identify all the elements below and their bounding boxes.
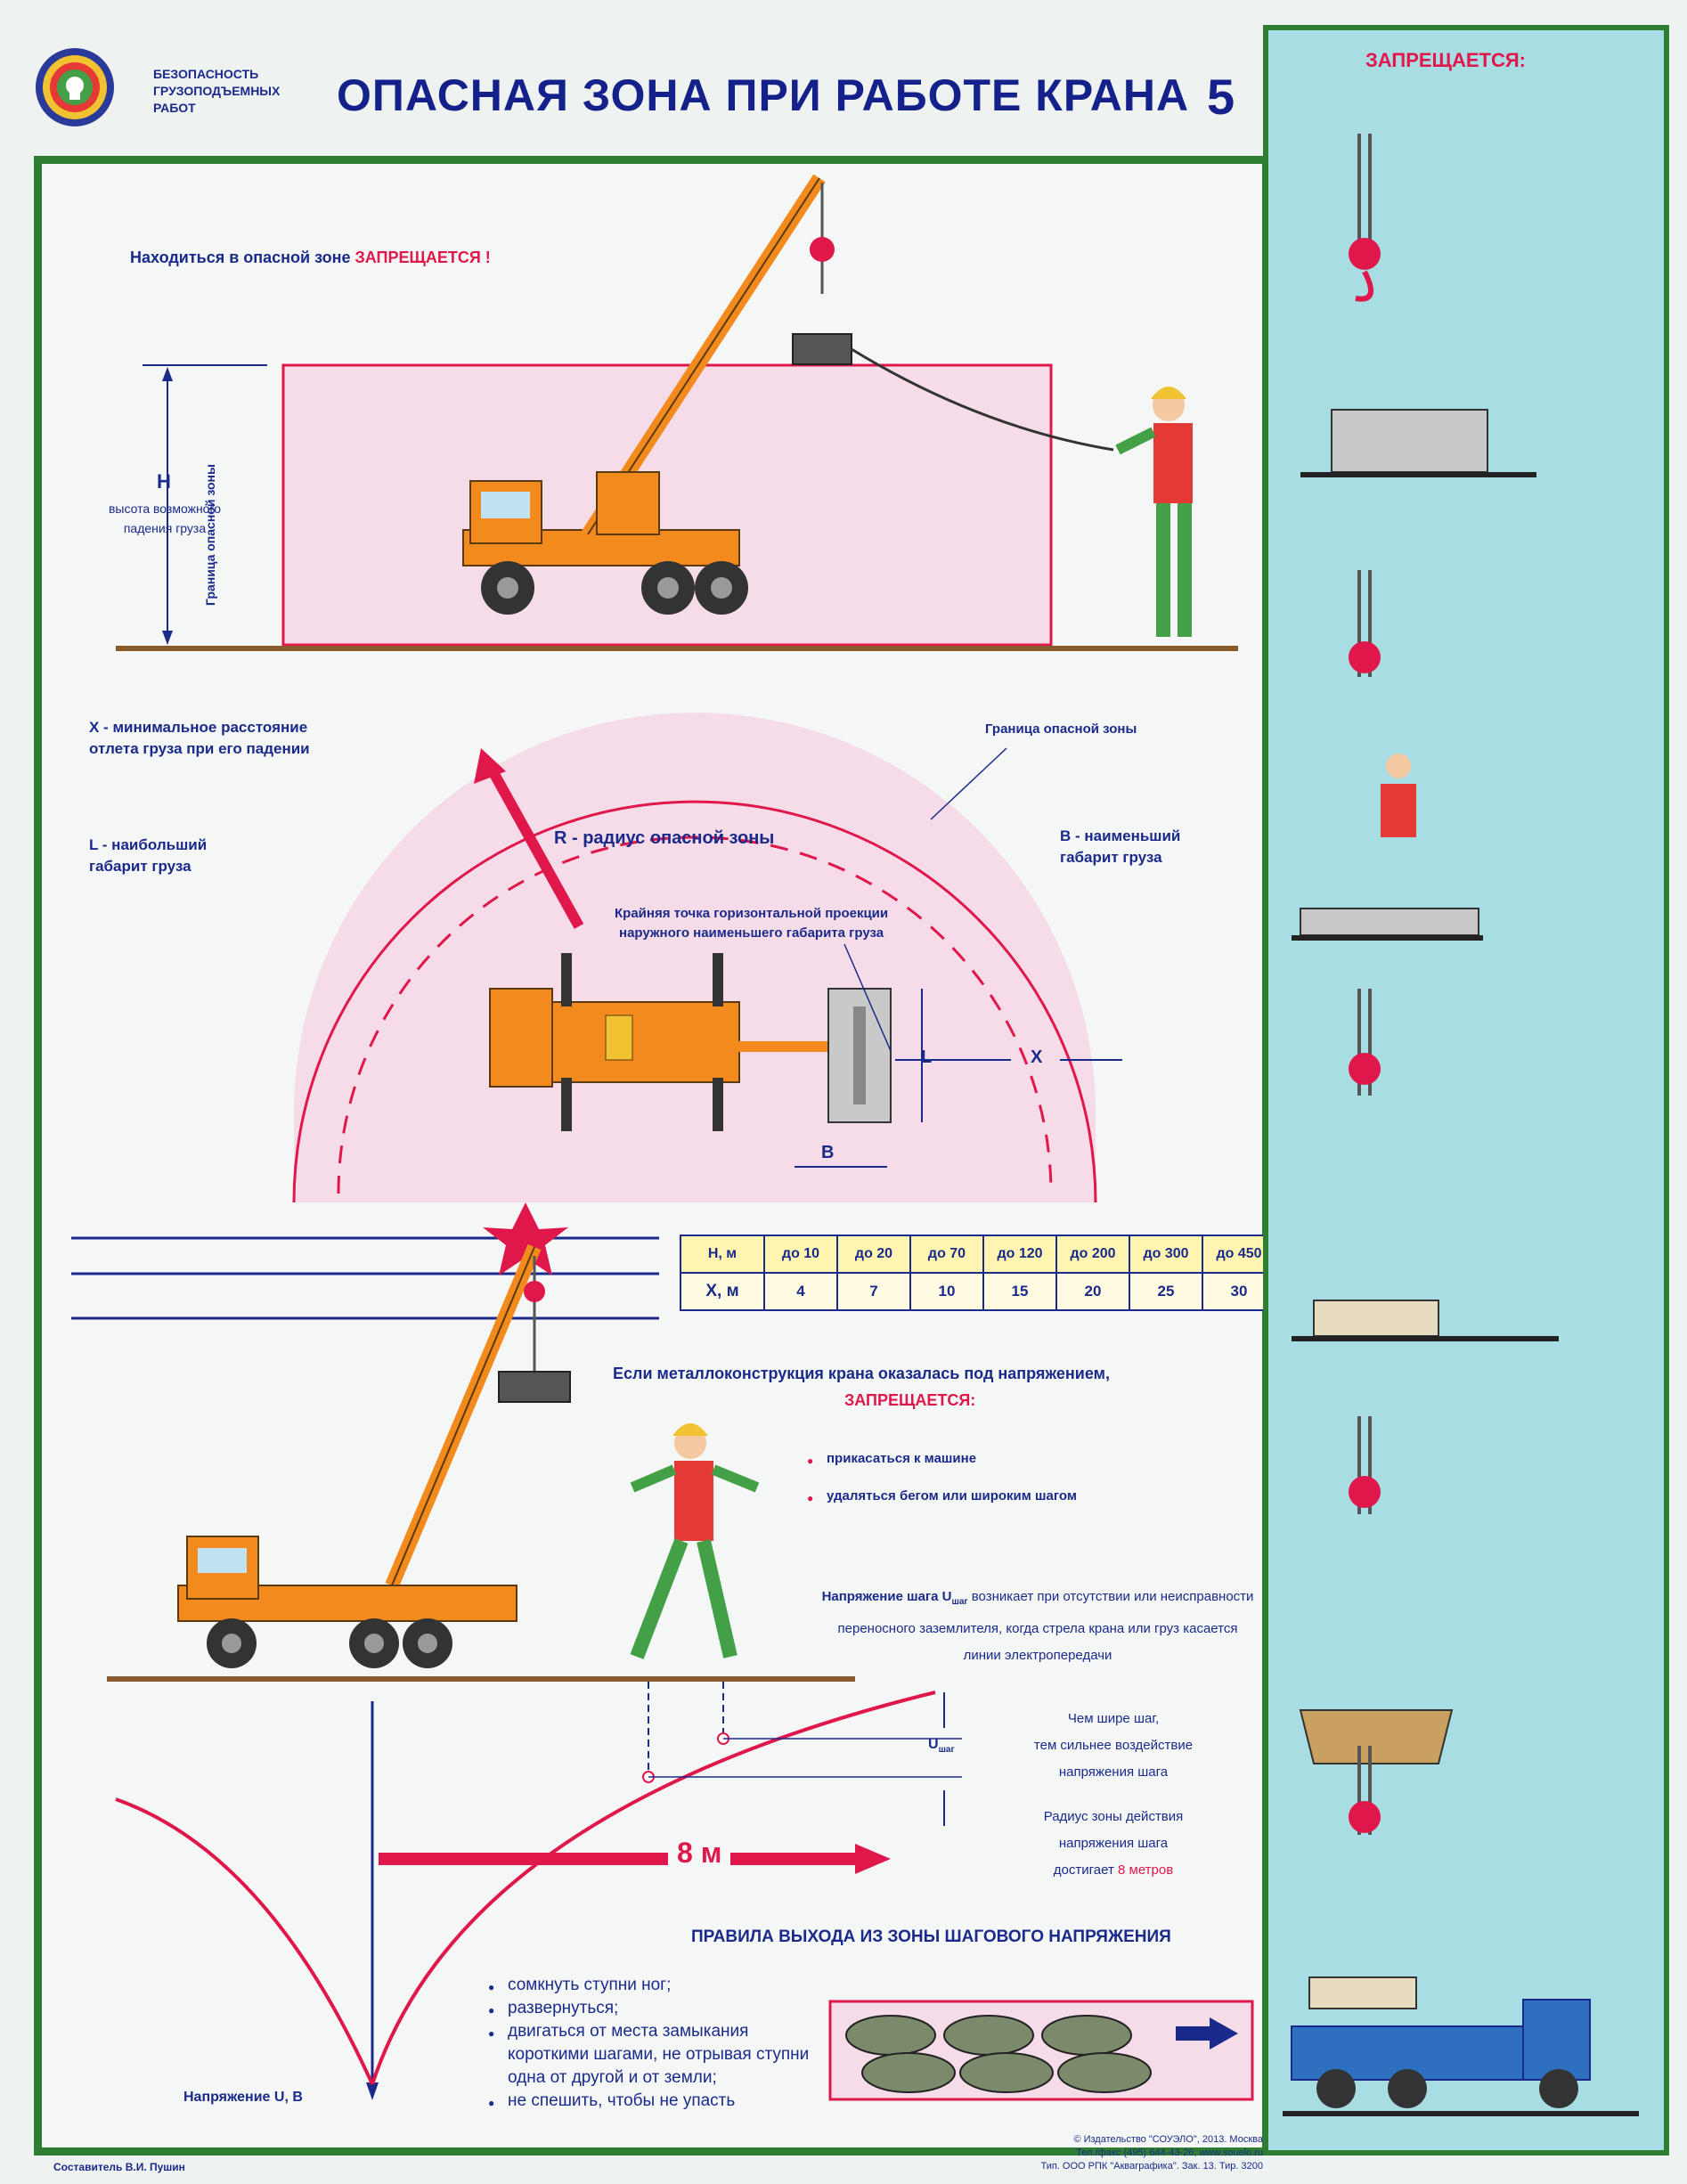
sidebar-panel: [1263, 25, 1669, 2155]
voltage-forbidden-list: прикасаться к машине удаляться бегом или…: [807, 1440, 1077, 1517]
table-header-x: Х, м: [680, 1272, 765, 1311]
page-title: ОПАСНАЯ ЗОНА ПРИ РАБОТЕ КРАНА: [337, 70, 1190, 120]
extreme-point-label: Крайняя точка горизонтальной проекции на…: [615, 906, 889, 941]
power-line-crane-illustration: [71, 1202, 855, 1682]
step-voltage-graph: [115, 1682, 962, 2100]
h-letter: H: [157, 470, 171, 493]
rules-heading: ПРАВИЛА ВЫХОДА ИЗ ЗОНЫ ШАГОВОГО НАПРЯЖЕН…: [691, 1927, 1171, 1946]
u-step-label: Uшаг: [928, 1737, 955, 1756]
voltage-axis-label: Напряжение U, В: [183, 2090, 303, 2105]
list-item: прикасаться к машине: [807, 1440, 1077, 1479]
wider-step-note: Чем шире шаг, тем сильнее воздействие на…: [1033, 1711, 1194, 1780]
list-item: сомкнуть ступни ног;: [488, 1974, 827, 1999]
dim-x-label: X: [1031, 1047, 1043, 1067]
plan-view-diagram: [292, 713, 1122, 1203]
footsteps-illustration: [828, 2000, 1254, 2101]
sidebar-illustrations: [1283, 134, 1639, 2116]
publisher-info: © Издательство "СОУЭЛО", 2013. Москва Те…: [1040, 2134, 1263, 2172]
l-definition: L - наибольший габарит груза: [89, 836, 208, 875]
step-voltage-explanation: Напряжение шага Uшаг возникает при отсут…: [821, 1589, 1254, 1663]
list-item: двигаться от места замыкания короткими ш…: [488, 2020, 827, 2090]
distance-8m-label: 8 м: [668, 1837, 731, 1870]
danger-zone-warning: Находиться в опасной зоне ЗАПРЕЩАЕТСЯ !: [130, 249, 491, 266]
crane-danger-zone-illustration: [116, 174, 1238, 651]
radius-label: R - радиус опасной зоны: [554, 828, 775, 848]
radius-step-note: Радиус зоны действия напряжения шага дос…: [1043, 1809, 1184, 1878]
author-credit: Составитель В.И. Пушин: [53, 2161, 185, 2173]
table-header-h: Н, м: [680, 1235, 765, 1274]
series-title: БЕЗОПАСНОСТЬ ГРУЗОПОДЪЕМНЫХ РАБОТ: [153, 67, 281, 115]
rules-list: сомкнуть ступни ног; развернуться; двига…: [488, 1974, 827, 2115]
h-description: высота возможного падения груза: [108, 501, 222, 535]
list-item: развернуться;: [488, 1997, 827, 2022]
list-item: не спешить, чтобы не упасть: [488, 2090, 827, 2115]
dim-b-label: B: [821, 1143, 835, 1162]
voltage-heading: Если металлоконструкция крана оказалась …: [613, 1365, 1110, 1382]
logo: [34, 46, 116, 128]
table-row: Х, м 4 7 10 15 20 25 30: [680, 1272, 1276, 1311]
zone-boundary-vertical-label: Граница опасной зоны: [203, 464, 217, 606]
list-item: удаляться бегом или широким шагом: [807, 1478, 1077, 1517]
voltage-forbidden: ЗАПРЕЩАЕТСЯ:: [844, 1391, 976, 1409]
dim-l-label: L: [921, 1047, 933, 1067]
x-definition: X - минимальное расстояние отлета груза …: [89, 719, 310, 757]
poster-number: 5: [1207, 69, 1235, 125]
sidebar-title: ЗАПРЕЩАЕТСЯ:: [1365, 49, 1526, 71]
zone-boundary-label: Граница опасной зоны: [985, 721, 1137, 737]
b-definition: B - наименьший габарит груза: [1060, 827, 1181, 866]
